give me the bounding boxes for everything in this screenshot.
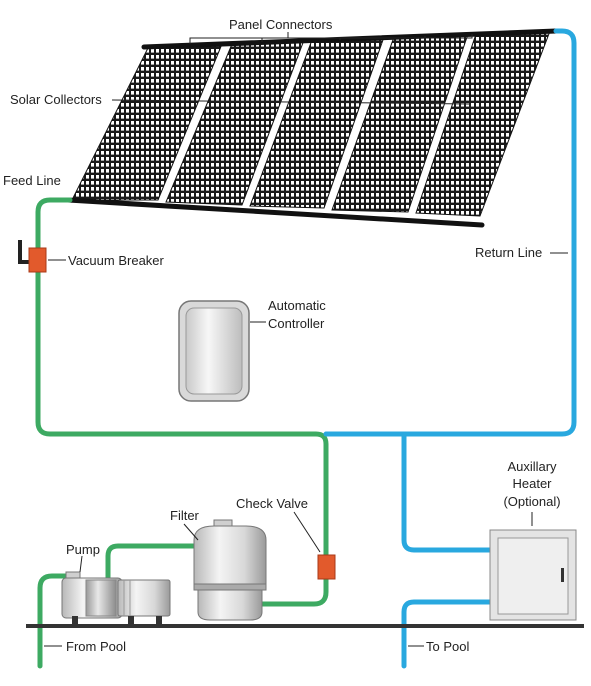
panel-connectors-leader <box>189 32 473 44</box>
automatic-controller <box>178 300 250 402</box>
auxiliary-heater-label-line2: Heater <box>512 476 552 491</box>
solar-collectors <box>71 30 551 217</box>
auxiliary-heater-label-line1: Auxillary <box>507 459 557 474</box>
vacuum-breaker <box>18 240 47 273</box>
filter-leader <box>183 523 199 541</box>
solar-collectors-label: Solar Collectors <box>10 92 102 107</box>
pump-label: Pump <box>66 542 100 557</box>
auxiliary-heater <box>489 529 577 621</box>
pool-filter <box>193 519 267 621</box>
automatic-controller-label-line2: Controller <box>268 316 325 331</box>
check-valve <box>317 554 336 580</box>
pool-pump <box>61 571 171 624</box>
return-line-pipe <box>323 28 577 669</box>
solar-collectors-leader <box>111 99 471 108</box>
panel-connectors-label: Panel Connectors <box>229 17 333 32</box>
to-pool-label: To Pool <box>426 639 470 654</box>
top-header-pipe <box>141 28 559 50</box>
bottom-header-pipe <box>65 197 485 228</box>
filter-label: Filter <box>170 508 199 523</box>
return-line-label: Return Line <box>475 245 543 260</box>
check-valve-leader <box>293 511 321 553</box>
auxiliary-heater-label-line3: (Optional) <box>503 494 561 509</box>
pump-leader <box>79 555 83 573</box>
from-pool-label: From Pool <box>66 639 126 654</box>
automatic-controller-label-line1: Automatic <box>268 298 326 313</box>
check-valve-label: Check Valve <box>236 496 309 511</box>
vacuum-breaker-label: Vacuum Breaker <box>68 253 164 268</box>
feed-line-pipe <box>35 197 329 669</box>
feed-line-label: Feed Line <box>3 173 61 188</box>
